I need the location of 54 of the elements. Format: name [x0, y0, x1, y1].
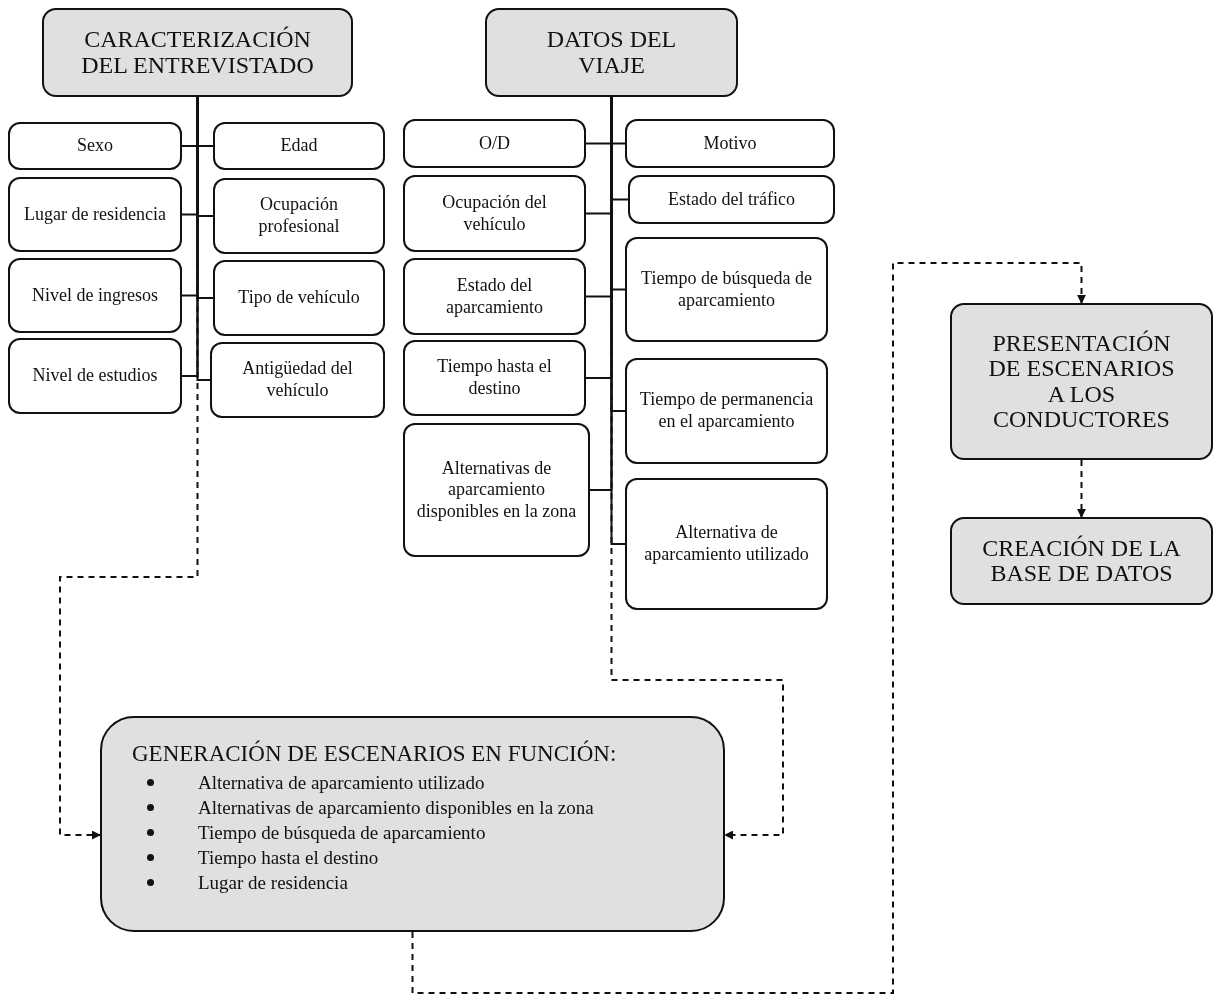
bullet-item: Tiempo hasta el destino — [198, 845, 379, 870]
item-box — [403, 423, 590, 557]
item-box — [625, 119, 835, 168]
connector-line — [196, 96, 211, 381]
box-label: O/D — [479, 132, 510, 155]
box-label: Estado del aparcamiento — [445, 274, 544, 319]
item-box — [625, 237, 828, 342]
box-label: Antigüedad del vehículo — [241, 358, 354, 402]
box-label: Motivo — [703, 132, 757, 155]
item-box — [625, 358, 828, 464]
box-label: Tiempo de búsqueda de aparcamiento — [640, 267, 813, 312]
item-box — [8, 177, 182, 252]
item-box — [628, 175, 835, 224]
bullet-item: Alternativas de aparcamiento disponibles en la zona — [198, 795, 594, 820]
dashed-arrow — [1077, 459, 1086, 518]
category-box — [950, 303, 1213, 460]
box-label: Tiempo hasta el destino — [436, 356, 553, 400]
item-box — [210, 342, 385, 418]
box-heading: GENERACIÓN DE ESCENARIOS EN FUNCIÓN: — [132, 740, 617, 768]
dashed-arrow — [411, 262, 1086, 994]
box-label: DATOS DEL VIAJE — [545, 27, 678, 78]
box-label: Nivel de estudios — [32, 365, 158, 387]
bullet-item: Tiempo de búsqueda de aparcamiento — [198, 820, 486, 845]
item-box — [213, 260, 385, 336]
category-box — [950, 517, 1213, 605]
item-box — [8, 338, 182, 414]
box-label: Lugar de residencia — [24, 203, 166, 226]
item-box — [213, 122, 385, 170]
box-label: Nivel de ingresos — [32, 284, 158, 307]
box-label: CREACIÓN DE LA BASE DE DATOS — [982, 535, 1181, 587]
box-label: CARACTERIZACIÓN DEL ENTREVISTADO — [80, 27, 315, 78]
item-box — [403, 175, 586, 252]
item-box — [403, 340, 586, 416]
bullet-item: Alternativa de aparcamiento utilizado — [198, 770, 485, 795]
item-box — [8, 258, 182, 333]
item-box — [403, 119, 586, 168]
category-box — [42, 8, 353, 97]
item-box — [403, 258, 586, 335]
box-label: Tiempo de permanencia en el aparcamiento — [638, 389, 815, 433]
box-label: Alternativa de aparcamiento utilizado — [643, 522, 810, 566]
scenario-box — [100, 716, 725, 932]
box-label: Ocupación profesional — [257, 194, 341, 238]
box-label: Estado del tráfico — [668, 188, 795, 211]
box-label: Edad — [280, 135, 318, 157]
box-label: Tipo de vehículo — [238, 287, 360, 309]
box-label: PRESENTACIÓN DE ESCENARIOS A LOS CONDUCTORES — [987, 331, 1176, 432]
item-box — [213, 178, 385, 254]
category-box — [485, 8, 738, 97]
bullet-item: Lugar de residencia — [198, 870, 348, 895]
item-box — [8, 122, 182, 170]
box-label: Ocupación del vehículo — [441, 191, 548, 236]
box-label: Alternativas de aparcamiento disponibles en la zona — [415, 457, 578, 523]
box-label: Sexo — [77, 135, 113, 157]
item-box — [625, 478, 828, 610]
